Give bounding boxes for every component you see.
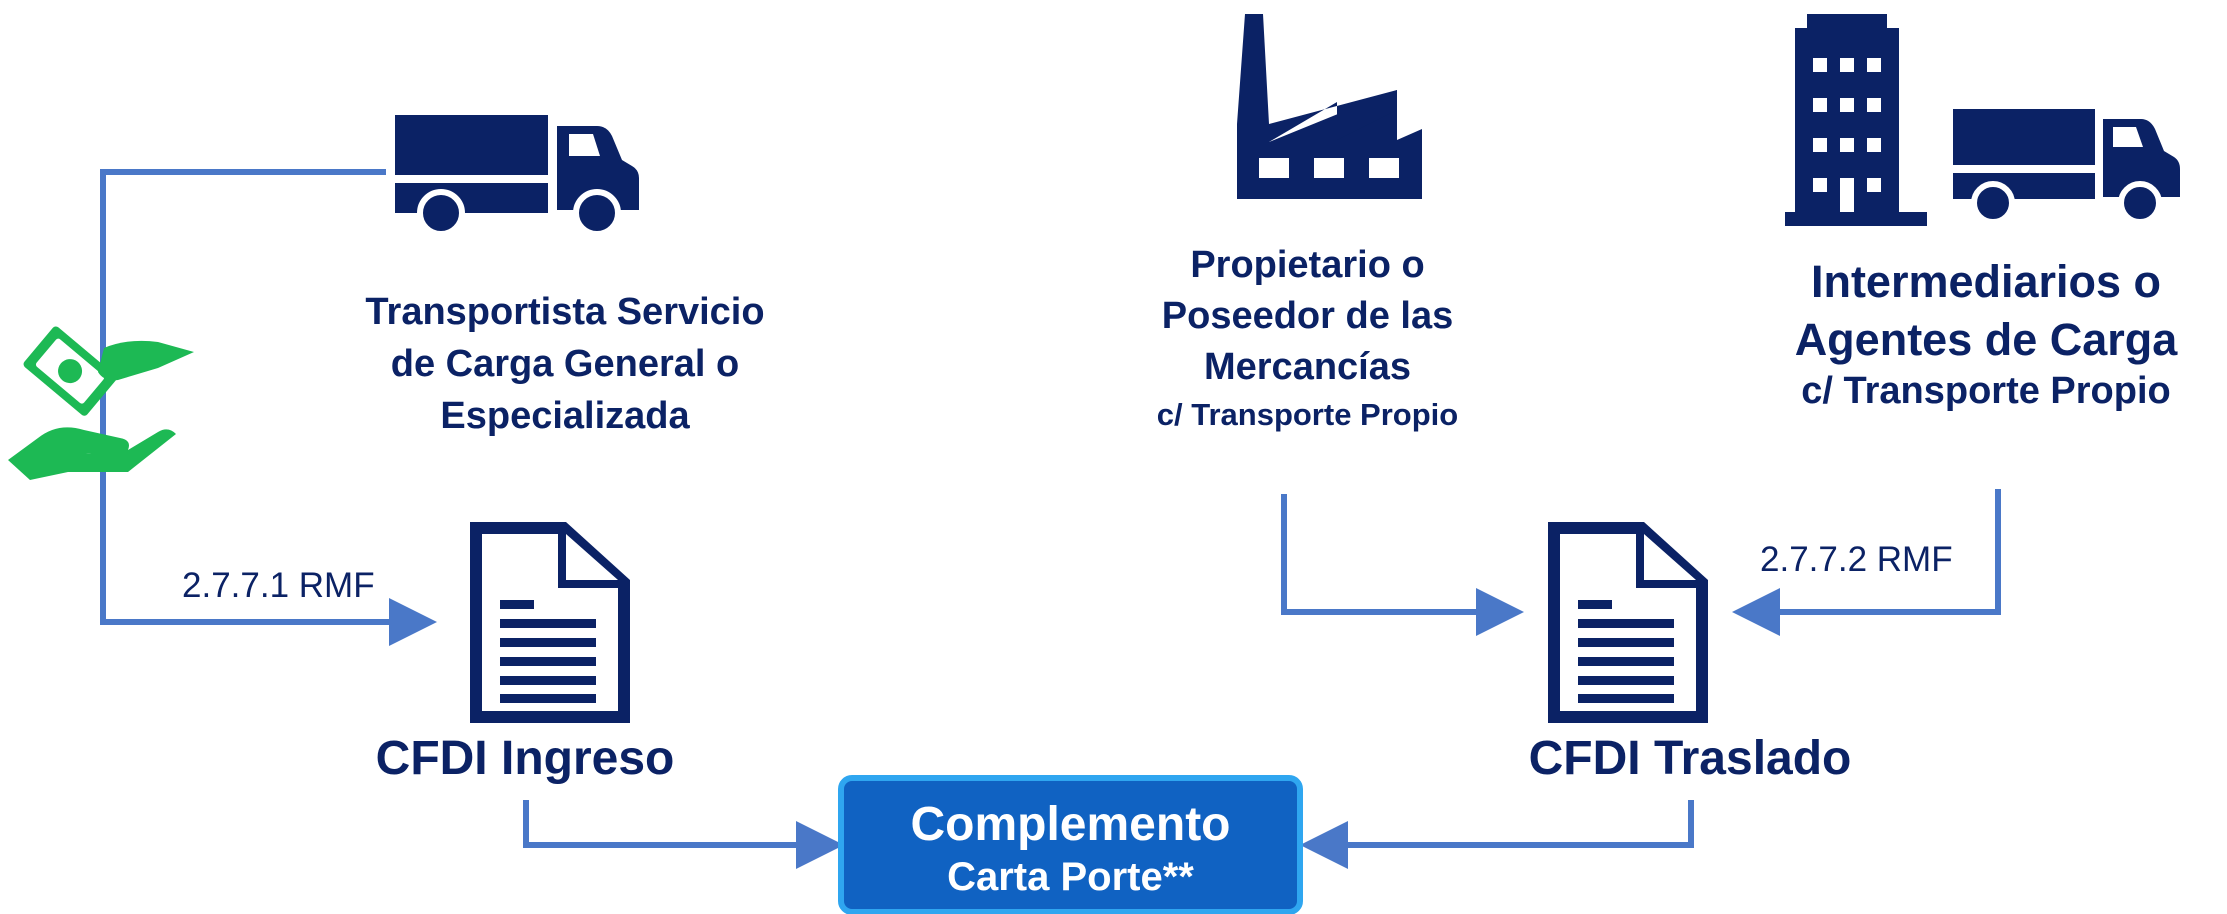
cfdi-ingreso-label: CFDI Ingreso — [375, 732, 675, 785]
transportista-line-3: Especializada — [440, 395, 690, 437]
arrow-propietario-to-traslado — [1281, 494, 1524, 636]
arrow-traslado-to-complemento — [1300, 800, 1694, 869]
document-icon-traslado — [1548, 522, 1708, 723]
intermediarios-sub: c/ Transporte Propio — [1801, 370, 2171, 412]
cfdi-traslado-label: CFDI Traslado — [1528, 732, 1852, 785]
building-truck-icon — [1785, 14, 2180, 226]
propietario-line-2: Poseedor de las — [1161, 295, 1454, 337]
complemento-line-2: Carta Porte** — [947, 855, 1194, 899]
arrow-ingreso-to-complemento — [523, 800, 844, 869]
complemento-line-1: Complemento — [910, 798, 1231, 851]
intermediarios-line-1: Intermediarios o — [1810, 256, 2162, 307]
arrow-transportista-to-ingreso — [100, 169, 437, 646]
transportista-line-1: Transportista Servicio — [365, 291, 765, 333]
propietario-line-1: Propietario o — [1190, 244, 1425, 286]
transportista-label: Transportista Servicio de Carga General … — [280, 286, 850, 442]
document-icon-ingreso — [470, 522, 630, 723]
intermediarios-line-2: Agentes de Carga — [1794, 314, 2178, 365]
factory-icon — [1237, 14, 1422, 199]
rule-right-label: 2.7.7.2 RMF — [1760, 540, 1953, 579]
propietario-sub: c/ Transporte Propio — [1156, 397, 1459, 432]
arrow-intermediarios-to-traslado — [1732, 489, 2001, 636]
transportista-line-2: de Carga General o — [390, 343, 740, 385]
rule-left-label: 2.7.7.1 RMF — [182, 566, 375, 605]
propietario-label: Propietario o Poseedor de las Mercancías… — [1080, 240, 1535, 437]
intermediarios-label: Intermediarios o Agentes de Carga c/ Tra… — [1748, 253, 2224, 413]
propietario-line-3: Mercancías — [1203, 346, 1411, 388]
complemento-carta-porte-box: Complemento Carta Porte** — [838, 775, 1303, 914]
truck-icon — [395, 115, 639, 234]
money-hands-icon — [8, 326, 194, 480]
